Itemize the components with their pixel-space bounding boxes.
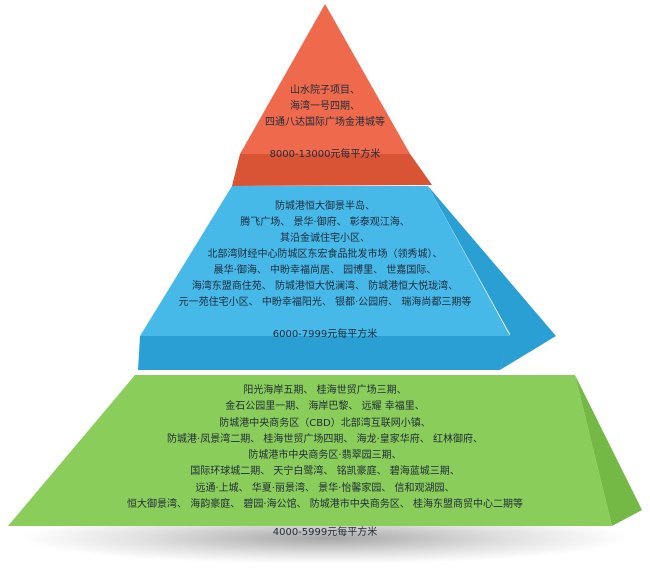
bottom-tier-line: 阳光海岸五期、 桂海世贸广场三期、 [243, 385, 407, 396]
middle-tier-line: 北部湾财经中心防城区东宏食品批发市场（领秀城）、 [207, 249, 443, 260]
bottom-tier-text: 阳光海岸五期、 桂海世贸广场三期、 金石公园里一期、 海岸巴黎、 远耀 幸福里、… [80, 383, 570, 542]
middle-tier [140, 186, 510, 336]
middle-tier-join [138, 336, 510, 370]
middle-tier-text: 防城港恒大御景半岛、 腾飞广场、 景华·御府、 彰泰观江海、 其沿金诚住宅小区、… [150, 199, 500, 343]
bottom-tier-line: 防城港市中央商务区·翡翠园三期、 [248, 450, 402, 462]
bottom-tier-line: 金石公园里一期、 海岸巴黎、 远耀 幸福里、 [225, 401, 425, 413]
top-tier-line: 海湾一号四期、 [290, 101, 360, 112]
top-tier-line: 四通八达国际广场金港城等 [265, 117, 385, 128]
bottom-tier [8, 375, 612, 526]
bottom-tier-line: 防城港中央商务区（CBD）北部湾互联网小镇、 [219, 417, 431, 429]
middle-tier-price: 6000-7999元每平方米 [272, 329, 378, 340]
bottom-tier-price: 4000-5999元每平方米 [272, 527, 378, 539]
middle-tier-side [428, 186, 556, 370]
top-tier-line: 山水院子项目、 [290, 85, 360, 96]
middle-tier-line: 腾飞广场、 景华·御府、 彰泰观江海、 [240, 217, 410, 228]
bottom-tier-side [575, 375, 642, 526]
middle-tier-line: 其沿金诚住宅小区、 [280, 233, 370, 244]
middle-tier-line: 海湾东盟商住苑、 防城港恒大悦澜湾、 防城港恒大悦珑湾、 [191, 281, 459, 292]
top-tier-join [232, 154, 432, 186]
bottom-tier-line: 远通·上城、 华夏·丽景湾、 景华·怡馨家园、 信和观湖园、 [195, 482, 455, 494]
top-tier [240, 4, 410, 154]
bottom-tier-line: 国际环球城二期、 天宁白鹭湾、 铭凯豪庭、 碧海蓝城三期、 [190, 466, 460, 478]
bottom-tier-line: 恒大御景湾、 海韵豪庭、 碧园·海公馆、 防城港市中央商务区、 桂海东盟商贸中心… [127, 499, 523, 511]
middle-tier-line: 防城港恒大御景半岛、 [275, 201, 375, 212]
top-tier-text: 山水院子项目、 海湾一号四期、 四通八达国际广场金港城等 8000-13000元… [225, 83, 425, 163]
bottom-tier-line: 防城港·凤景湾二期、 桂海世贸广场四期、 海龙·皇家华府、 红林御府、 [167, 433, 483, 445]
middle-tier-line: 晨华·御海、 中盼幸福尚居、 园博里、 世嘉国际、 [213, 265, 437, 276]
middle-tier-line: 元一苑住宅小区、 中盼幸福阳光、 银都·公园府、 瑞海尚都三期等 [178, 297, 472, 308]
top-tier-price: 8000-13000元每平方米 [269, 149, 381, 160]
